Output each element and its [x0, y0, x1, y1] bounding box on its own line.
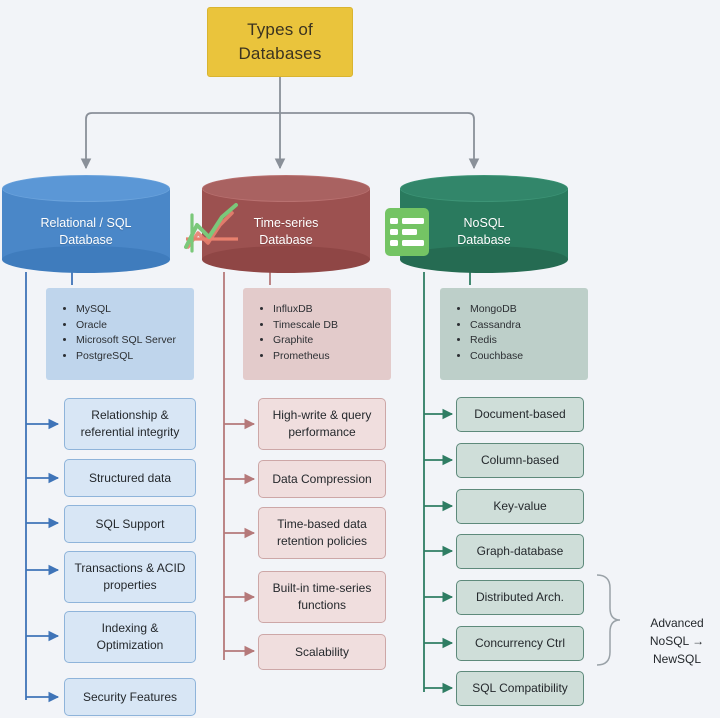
- feature-box-nosql-5[interactable]: Concurrency Ctrl: [456, 626, 584, 661]
- feature-box-sql-5[interactable]: Security Features: [64, 678, 196, 716]
- node-nosql-database[interactable]: NoSQL Database: [385, 175, 568, 273]
- annotation-advanced-nosql: Advanced NoSQL → NewSQL: [636, 614, 718, 668]
- cylinder-label-line2: Database: [457, 233, 511, 247]
- list-item: InfluxDB: [273, 302, 381, 318]
- document-list-icon: [385, 208, 429, 256]
- page-title-line2: Databases: [238, 44, 322, 63]
- cylinder-label-line1: Relational / SQL: [40, 216, 132, 230]
- list-item: Prometheus: [273, 349, 381, 365]
- list-item: Redis: [470, 333, 578, 349]
- annotation-line2: NoSQL →: [649, 634, 705, 648]
- examples-list-nosql: MongoDB Cassandra Redis Couchbase: [440, 288, 588, 380]
- list-item: Oracle: [76, 318, 184, 334]
- list-item: Timescale DB: [273, 318, 381, 334]
- cylinder-top: [202, 175, 370, 202]
- feature-box-sql-1[interactable]: Structured data: [64, 459, 196, 497]
- list-item: Couchbase: [470, 349, 578, 365]
- node-time-series-database[interactable]: Time-series Database: [184, 175, 370, 273]
- list-item: MySQL: [76, 302, 184, 318]
- feature-box-nosql-4[interactable]: Distributed Arch.: [456, 580, 584, 615]
- line-chart-icon: [184, 203, 238, 253]
- cylinder-label-line1: NoSQL: [463, 216, 505, 230]
- cylinder-label-line2: Database: [59, 233, 113, 247]
- cylinder-bottom: [202, 246, 370, 273]
- page-title: Types of Databases: [207, 7, 353, 77]
- feature-box-timeseries-2[interactable]: Time-based data retention policies: [258, 507, 386, 559]
- node-relational-sql-database[interactable]: Relational / SQL Database: [2, 175, 170, 273]
- feature-box-sql-0[interactable]: Relationship & referential integrity: [64, 398, 196, 450]
- feature-box-nosql-1[interactable]: Column-based: [456, 443, 584, 478]
- cylinder-label: NoSQL Database: [400, 175, 568, 273]
- feature-box-sql-2[interactable]: SQL Support: [64, 505, 196, 543]
- feature-box-sql-4[interactable]: Indexing & Optimization: [64, 611, 196, 663]
- cylinder-label: Time-series Database: [202, 175, 370, 273]
- feature-box-timeseries-3[interactable]: Built-in time-series functions: [258, 571, 386, 623]
- cylinder-label-line1: Time-series: [253, 216, 319, 230]
- cylinder-bottom: [2, 246, 170, 273]
- list-item: Graphite: [273, 333, 381, 349]
- feature-box-nosql-3[interactable]: Graph-database: [456, 534, 584, 569]
- feature-box-sql-3[interactable]: Transactions & ACID properties: [64, 551, 196, 603]
- annotation-line1: Advanced: [650, 616, 704, 630]
- feature-box-timeseries-4[interactable]: Scalability: [258, 634, 386, 670]
- list-item: MongoDB: [470, 302, 578, 318]
- examples-list-timeseries: InfluxDB Timescale DB Graphite Prometheu…: [243, 288, 391, 380]
- feature-box-nosql-0[interactable]: Document-based: [456, 397, 584, 432]
- examples-list-sql: MySQL Oracle Microsoft SQL Server Postgr…: [46, 288, 194, 380]
- list-item: Cassandra: [470, 318, 578, 334]
- cylinder-label-line2: Database: [259, 233, 313, 247]
- feature-box-timeseries-1[interactable]: Data Compression: [258, 460, 386, 498]
- list-item: PostgreSQL: [76, 349, 184, 365]
- feature-box-nosql-2[interactable]: Key-value: [456, 489, 584, 524]
- list-item: Microsoft SQL Server: [76, 333, 184, 349]
- feature-box-nosql-6[interactable]: SQL Compatibility: [456, 671, 584, 706]
- annotation-line3: NewSQL: [652, 652, 702, 666]
- page-title-line1: Types of: [247, 20, 313, 39]
- cylinder-top: [400, 175, 568, 202]
- cylinder-top: [2, 175, 170, 202]
- feature-box-timeseries-0[interactable]: High-write & query performance: [258, 398, 386, 450]
- cylinder-label: Relational / SQL Database: [2, 175, 170, 273]
